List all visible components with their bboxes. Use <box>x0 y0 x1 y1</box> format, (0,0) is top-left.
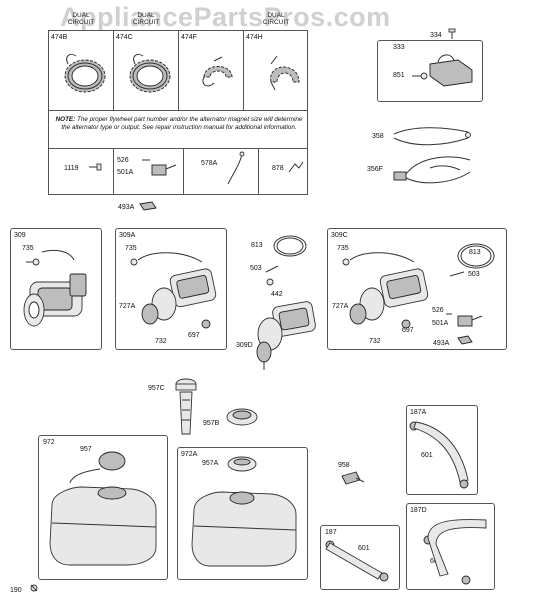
clip-878 <box>288 161 304 173</box>
label-309c: 309C <box>331 232 348 239</box>
label-187: 187 <box>325 529 337 536</box>
wire-358 <box>393 127 471 146</box>
label-358: 358 <box>372 133 384 140</box>
alternator-474c-drawing <box>129 53 171 93</box>
label-526: 526 <box>117 157 129 164</box>
label-309c-493a: 493A <box>433 340 450 347</box>
label-957b: 957B <box>203 420 220 427</box>
nut-442 <box>266 278 274 286</box>
alternator-474h-drawing <box>270 55 300 91</box>
code-474h: 474H <box>246 34 263 41</box>
note-text: The proper flywheel part number and/or t… <box>61 116 303 131</box>
label-957c: 957C <box>148 385 165 392</box>
label-309c-813: 813 <box>469 249 481 256</box>
bolt-503 <box>265 265 279 273</box>
wire-578a <box>227 151 245 185</box>
watermark: AppliancePartsPros.com <box>60 2 391 32</box>
starter-309-drawing <box>23 249 87 327</box>
label-187a-601: 601 <box>421 452 433 459</box>
alternator-474f-drawing <box>202 56 233 87</box>
starter-309c-drawing <box>342 243 495 345</box>
label-309c-732: 732 <box>369 338 381 345</box>
starter-309d-drawing <box>256 301 316 370</box>
terminal-493a <box>139 201 157 211</box>
fuel-tank-972a-drawing <box>191 456 297 567</box>
header-474b: DUAL CIRCUIT <box>67 12 95 26</box>
label-501a: 501A <box>117 169 134 176</box>
label-187-601: 601 <box>358 545 370 552</box>
header-474c: DUAL CIRCUIT <box>132 12 160 26</box>
label-851: 851 <box>393 72 405 79</box>
label-356f: 356F <box>367 166 383 173</box>
label-309-735: 735 <box>22 245 34 252</box>
label-1119: 1119 <box>64 165 79 172</box>
clamp-813 <box>273 235 307 257</box>
code-474b: 474B <box>51 34 68 41</box>
note-label: NOTE: <box>55 116 76 123</box>
label-309d: 309D <box>236 342 253 349</box>
switch-333 <box>412 54 473 87</box>
label-442: 442 <box>271 291 283 298</box>
label-972a-957a: 957A <box>202 460 219 467</box>
label-493a-top: 493A <box>118 204 135 211</box>
screw-190 <box>30 584 38 592</box>
code-474f: 474F <box>181 34 197 41</box>
gas-cap-957b <box>226 408 258 426</box>
label-578a: 578A <box>201 160 218 167</box>
label-309c-503: 503 <box>468 271 480 278</box>
label-309a-732: 732 <box>155 338 167 345</box>
label-309a: 309A <box>119 232 136 239</box>
label-190: 190 <box>10 587 22 594</box>
screw-1119 <box>89 163 102 171</box>
harness-356f <box>393 156 471 184</box>
box-187d <box>406 503 495 590</box>
label-309a-735: 735 <box>125 245 137 252</box>
label-333: 333 <box>393 44 405 51</box>
starter-309a-drawing <box>130 252 217 329</box>
label-972: 972 <box>43 439 55 446</box>
label-958: 958 <box>338 462 350 469</box>
screw-334 <box>448 28 456 39</box>
label-309a-727a: 727A <box>119 303 136 310</box>
rectifier-501a <box>142 159 177 176</box>
header-474h: DUAL CIRCUIT <box>262 12 290 26</box>
label-309c-526: 526 <box>432 307 444 314</box>
fuel-tank-972-drawing <box>49 451 157 566</box>
label-878: 878 <box>272 165 284 172</box>
label-309c-697: 697 <box>402 327 414 334</box>
fuel-line-187-drawing <box>325 540 389 582</box>
label-972a: 972A <box>181 451 198 458</box>
label-813: 813 <box>251 242 263 249</box>
code-474c: 474C <box>116 34 133 41</box>
alternator-note: NOTE: The proper flywheel part number an… <box>54 116 304 132</box>
fuel-line-187d-drawing <box>423 519 487 585</box>
fuel-line-187a-drawing <box>409 421 469 489</box>
label-187a: 187A <box>410 409 427 416</box>
valve-958 <box>341 471 365 485</box>
label-309: 309 <box>14 232 26 239</box>
label-334: 334 <box>430 32 442 39</box>
label-309c-727a: 727A <box>332 303 349 310</box>
label-972-957: 957 <box>80 446 92 453</box>
label-503: 503 <box>250 265 262 272</box>
alternator-474b-drawing <box>64 53 106 93</box>
label-309a-697: 697 <box>188 332 200 339</box>
label-187d: 187D <box>410 507 427 514</box>
label-309c-735: 735 <box>337 245 349 252</box>
gas-cap-957c <box>175 378 197 435</box>
label-309c-501a: 501A <box>432 320 449 327</box>
